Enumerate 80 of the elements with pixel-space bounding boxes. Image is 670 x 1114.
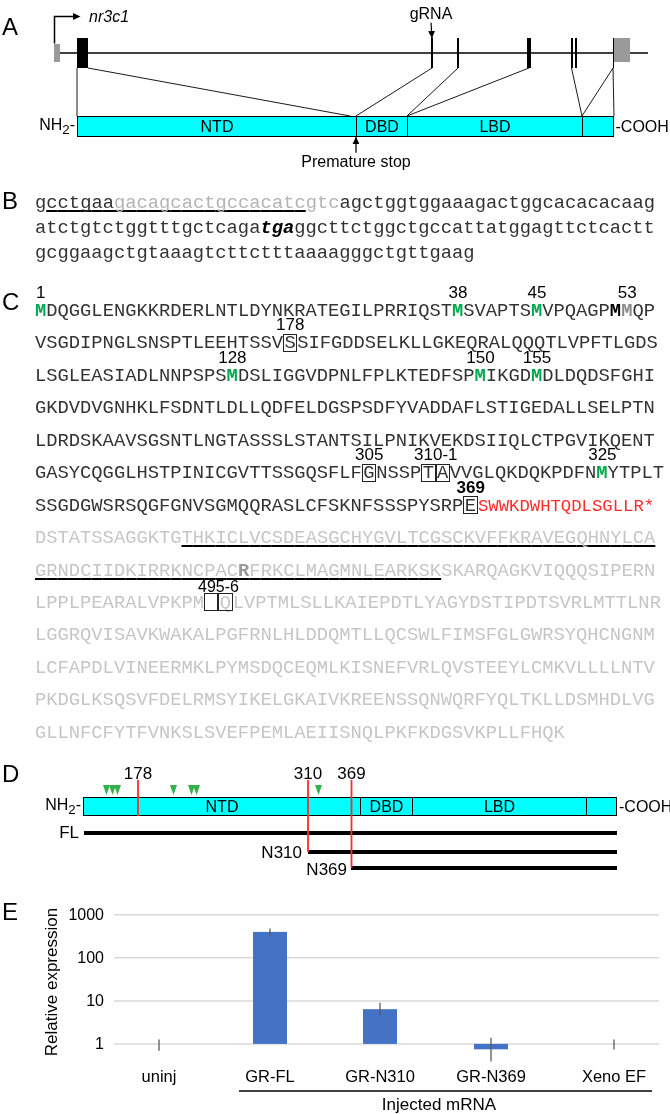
exon-block	[574, 38, 577, 68]
axis-title: Relative expression	[42, 907, 62, 1057]
exon-block	[527, 38, 531, 68]
connector-line	[406, 67, 530, 117]
protein-sequence: GASYCQGGLHSTPINICGVTTSSGQSFLFGNSSPTAVVGLQKDQKPDFNMYTPLT	[35, 464, 664, 483]
arrow	[428, 22, 436, 39]
protein-sequence: SSGDGWSRSQGFGNVSGMQQRASLCFSKNFSSSPYSRPE	[35, 496, 478, 516]
protein-bar	[77, 116, 614, 137]
position-number: 45	[527, 285, 547, 301]
arrow	[352, 136, 360, 154]
construct-label: N310	[261, 842, 302, 863]
connector-line	[355, 67, 433, 117]
connector-line	[406, 67, 459, 117]
annotation-label: gRNA	[409, 4, 453, 23]
axis-tick-label: 10	[86, 992, 104, 1009]
position-number: 369	[337, 766, 366, 781]
position-number: 178	[276, 318, 305, 333]
protein-sequence: GLLNFCFYTFVNKSLSVEFPEMLAEIISNQLPKFKDGSVKPLLFHQK	[35, 723, 565, 743]
position-number: 1	[35, 285, 46, 301]
category-label: GR-N310	[345, 1066, 415, 1086]
exon-block	[570, 38, 573, 68]
category-label: GR-FL	[245, 1066, 295, 1086]
panel-letter: A	[2, 15, 18, 39]
panel-letter: B	[2, 189, 18, 213]
position-number: 495-6	[198, 580, 239, 594]
dna-sequence: agctggtggaaagactggcacacacaag	[339, 194, 656, 213]
dna-sequence: gacagcactgccacatcgtc	[113, 194, 340, 213]
protein-domain: DBD	[356, 117, 407, 136]
dna-sequence: atctgtctggtttgctcagatgaggcttctggctgccattatggagttctcactt	[35, 219, 655, 238]
construct-bar	[84, 831, 617, 835]
protein-bar	[83, 797, 617, 816]
position-number: 150	[466, 350, 495, 365]
construct-bar	[308, 850, 617, 854]
connector-line	[612, 67, 615, 117]
axis-tick-label: 100	[77, 949, 104, 966]
protein-sequence: LSGLEASIADLNNPSPSMDSLIGGVDPNLFPLKTEDFSPMIKGDMDLDQDSFGHI	[35, 366, 655, 386]
panel-letter: C	[2, 290, 20, 314]
protein-sequence: PKDGLKSQSVFDELRMSYIKELGKAIVKREENSSQNWQRFYQLTKLLDSMHDLVG	[35, 691, 655, 711]
protein-sequence: GKDVDVGNHKLFSDNTLDLLQDFELDGSPSDFYVADDAFLSTIGEDALLSELPTN	[35, 399, 655, 419]
position-number: 178	[123, 766, 153, 781]
protein-domain: LBD	[407, 117, 582, 136]
position-number: 38	[448, 285, 468, 301]
protein-sequence: GRNDCIIDKIRRKNCPACRFRKCLMAGMNLEARKSKSKARQAGKVIQQQSIPERN	[35, 561, 656, 581]
dna-sequence: gcctgaa	[35, 194, 114, 213]
terminus-label: NH$_{2}$-	[39, 116, 75, 138]
category-label: uninj	[141, 1066, 177, 1086]
protein-sequence: MDQGGLENGKKRDERLNTLDYNKRATEGILPRRIQSTMSVAPTSMVPQAGPMMQP	[35, 301, 655, 321]
axis-tick-label: 1	[95, 1035, 104, 1052]
panel-letter: E	[2, 900, 18, 924]
category-label: Xeno EF	[581, 1066, 647, 1086]
construct-label: FL	[59, 823, 79, 843]
category-label: GR-N369	[456, 1066, 526, 1086]
terminus-label: NH$_{2}$-	[45, 795, 81, 818]
position-number: 369	[456, 480, 485, 495]
protein-domain: NTD	[84, 798, 360, 815]
position-number: 155	[522, 350, 552, 365]
connector-line	[571, 67, 583, 117]
protein-sequence: LGGRQVISAVKWAKALPGFRNLHLDDQMTLLQCSWLFIMSFGLGWRSYQHCNGNM	[35, 626, 655, 646]
protein-sequence: LCFAPDLVINEERMKLPYMSDQCEQMLKISNEFVRLQVSTEEYLCMKVLLLLNTV	[35, 658, 655, 678]
protein-domain: DBD	[360, 798, 412, 815]
protein-sequence: SWWKDWHTQDLSGLLR*	[477, 497, 655, 516]
exon-block	[54, 43, 60, 62]
terminus-label: -COOH	[615, 117, 669, 137]
protein-domain: NTD	[78, 117, 356, 136]
group-label: Injected mRNA	[381, 1095, 497, 1113]
panel-letter: D	[2, 762, 20, 786]
dna-sequence: gcggaagctgtaaagtcttctttaaaagggctgttgaag	[35, 244, 475, 263]
connector-line	[76, 67, 78, 117]
exon-block	[613, 38, 630, 68]
annotation-label: Premature stop	[301, 152, 411, 172]
connector-line	[581, 67, 614, 117]
position-number: 53	[617, 285, 637, 301]
position-number: 310	[293, 766, 323, 781]
construct-bar	[351, 866, 617, 870]
protein-sequence: DSTATSSAGGKTGTHKICLVCSDEASGCHYGVLTCGSCKVFFKRAVEGQHNYLCA	[35, 529, 656, 548]
axis-tick-label: 1000	[68, 906, 104, 923]
construct-label: N369	[306, 860, 347, 880]
gene-name: nr3c1	[89, 7, 130, 26]
exon-block	[77, 38, 88, 68]
protein-domain: LBD	[412, 798, 586, 815]
